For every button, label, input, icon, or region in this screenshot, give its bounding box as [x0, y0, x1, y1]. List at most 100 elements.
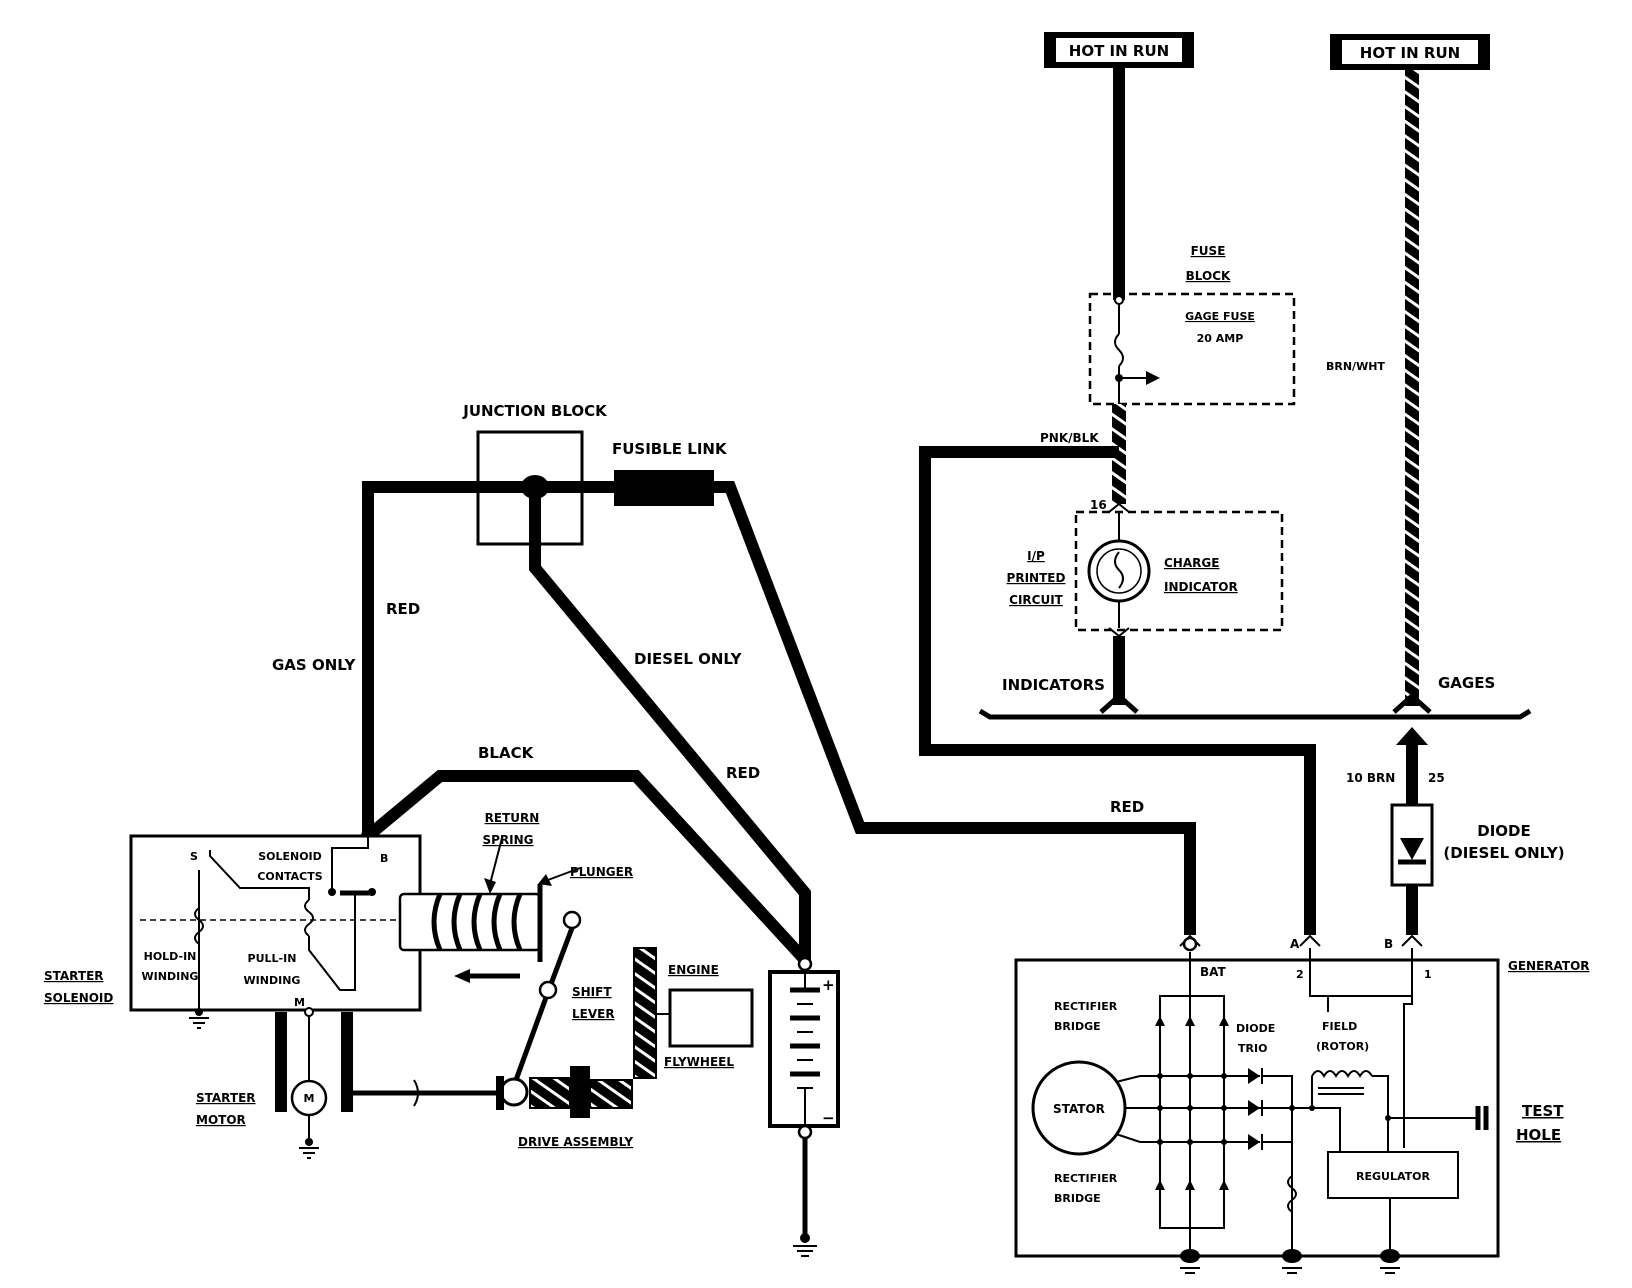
fusible-link-label: FUSIBLE LINK — [612, 440, 728, 458]
generator — [1014, 948, 1500, 1274]
shift-lever-label-1: SHIFT — [572, 985, 612, 999]
flywheel-gear — [633, 947, 657, 1079]
resistor-icon — [1287, 1175, 1297, 1213]
engine-block — [668, 988, 754, 1048]
fusible-link-red-wire — [714, 481, 1196, 935]
shift-lever-end — [499, 1077, 529, 1107]
ip-label-3: CIRCUIT — [1009, 593, 1064, 607]
gage-fuse-label: GAGE FUSE — [1185, 310, 1255, 323]
ip-label-1: I/P — [1027, 549, 1045, 563]
instrument-bus-bar — [978, 708, 1532, 720]
indicator-circuit — [1074, 68, 1296, 714]
red-wire-label-1: RED — [386, 600, 420, 618]
gage-fuse-amp-label: 20 AMP — [1197, 332, 1244, 345]
ip-printed-circuit-box — [1074, 510, 1284, 632]
plunger-pointer — [547, 867, 581, 881]
starter-motor-m: M — [304, 1092, 315, 1105]
diode-label-2: (DIESEL ONLY) — [1443, 844, 1564, 862]
black-wire-label: BLACK — [478, 744, 535, 762]
regulator-box — [1327, 1151, 1459, 1199]
pull-in-winding-coil — [304, 899, 314, 937]
bat-label: BAT — [1200, 965, 1227, 979]
terminal-a-connector — [1299, 934, 1321, 947]
generator-ground-icons — [1180, 1228, 1400, 1274]
fuse-terminal-top — [1114, 295, 1124, 305]
terminal-a-label: A — [1290, 937, 1300, 951]
test-hole-label-2: HOLE — [1516, 1126, 1561, 1144]
charge-indicator-label-1: CHARGE — [1164, 556, 1219, 570]
return-spring-pointer — [489, 837, 503, 885]
battery-ground-icon — [793, 1245, 817, 1257]
starter-motor-label-2: MOTOR — [196, 1113, 246, 1127]
hot-in-run-right-label: HOT IN RUN — [1360, 44, 1460, 62]
starter-solenoid-label-2: SOLENOID — [44, 991, 113, 1005]
diode-circuit — [1390, 727, 1434, 947]
terminal-b-label: B — [1384, 937, 1393, 951]
fuse-block-label-1: FUSE — [1191, 244, 1226, 258]
hot-in-run-left-label: HOT IN RUN — [1069, 42, 1169, 60]
fuse-block-label-2: BLOCK — [1186, 269, 1231, 283]
flywheel-label: FLYWHEEL — [664, 1055, 734, 1069]
plunger-label: PLUNGER — [570, 865, 633, 879]
battery-plus-sign: + — [822, 976, 835, 994]
junction-block-label: JUNCTION BLOCK — [462, 402, 608, 420]
hot-in-run-tag-right: HOT IN RUN — [1330, 34, 1490, 70]
pin-16-label: 16 — [1090, 498, 1107, 512]
solenoid-ground-icon — [189, 1017, 209, 1029]
field-label-1: FIELD — [1322, 1020, 1357, 1033]
terminal-2-label: 2 — [1296, 968, 1304, 981]
bat-terminal — [1182, 936, 1198, 952]
diode-trio-label-2: TRIO — [1238, 1042, 1267, 1055]
starter-motor-label-1: STARTER — [196, 1091, 256, 1105]
starter-motor-ground-icon — [299, 1147, 319, 1159]
diode-label-1: DIODE — [1477, 822, 1530, 840]
pull-in-winding-label-2: WINDING — [244, 974, 301, 987]
fuse-block-box — [1088, 292, 1296, 406]
engine-label: ENGINE — [668, 963, 719, 977]
fusible-link-icon — [614, 470, 714, 506]
hot-in-run-tag-left: HOT IN RUN — [1044, 32, 1194, 68]
generator-terminal-a-wire — [919, 446, 1316, 935]
starter-solenoid — [129, 834, 500, 1029]
shift-lever-pivot — [538, 980, 558, 1000]
labels: FUSE BLOCK GAGE FUSE 20 AMP BRN/WHT PNK/… — [44, 244, 1590, 1205]
solenoid-contacts-label-2: CONTACTS — [257, 870, 322, 883]
rectifier-diodes — [1155, 1016, 1229, 1190]
diode-trio — [1248, 1068, 1293, 1228]
gas-only-label: GAS ONLY — [272, 656, 356, 674]
diesel-only-label: DIESEL ONLY — [634, 650, 743, 668]
fuse-arrow-icon — [1146, 371, 1160, 385]
gages-label: GAGES — [1438, 674, 1495, 692]
black-wire — [364, 770, 810, 965]
diesel-only-red-wire — [529, 487, 811, 960]
starter-solenoid-label-1: STARTER — [44, 969, 104, 983]
hold-in-winding-label-1: HOLD-IN — [144, 950, 197, 963]
pull-in-winding-label-1: PULL-IN — [248, 952, 297, 965]
red-wire-label-3: RED — [1110, 798, 1144, 816]
hold-in-winding-coil — [194, 907, 204, 945]
pin-25-label: 25 — [1428, 771, 1445, 785]
indicators-label: INDICATORS — [1002, 676, 1105, 694]
hold-in-winding-label-2: WINDING — [142, 970, 199, 983]
return-spring-coil — [431, 893, 523, 951]
shaft-rotation-icon — [413, 1079, 419, 1107]
solenoid-housing — [129, 834, 422, 1012]
battery: + − — [768, 956, 840, 1257]
starter-motor: M — [275, 1012, 500, 1159]
stator-label: STATOR — [1053, 1102, 1105, 1116]
drive-assembly-label: DRIVE ASSEMBLY — [518, 1135, 633, 1149]
diode-trio-label-1: DIODE — [1236, 1022, 1275, 1035]
brn-wht-wire — [1405, 70, 1419, 706]
terminal-b-connector — [1401, 934, 1423, 947]
ten-brn-label: 10 BRN — [1346, 771, 1395, 785]
solenoid-s-terminal-label: S — [190, 850, 198, 863]
plunger-assembly — [398, 837, 581, 983]
ip-label-2: PRINTED — [1007, 571, 1066, 585]
pnk-blk-label: PNK/BLK — [1040, 431, 1099, 445]
solenoid-b-terminal-label: B — [380, 852, 388, 865]
return-spring-label-1: RETURN — [485, 811, 540, 825]
up-arrow-icon — [1396, 727, 1428, 745]
diode-icon — [1400, 838, 1424, 860]
generator-label: GENERATOR — [1508, 959, 1590, 973]
connector-16-top — [1108, 502, 1130, 513]
